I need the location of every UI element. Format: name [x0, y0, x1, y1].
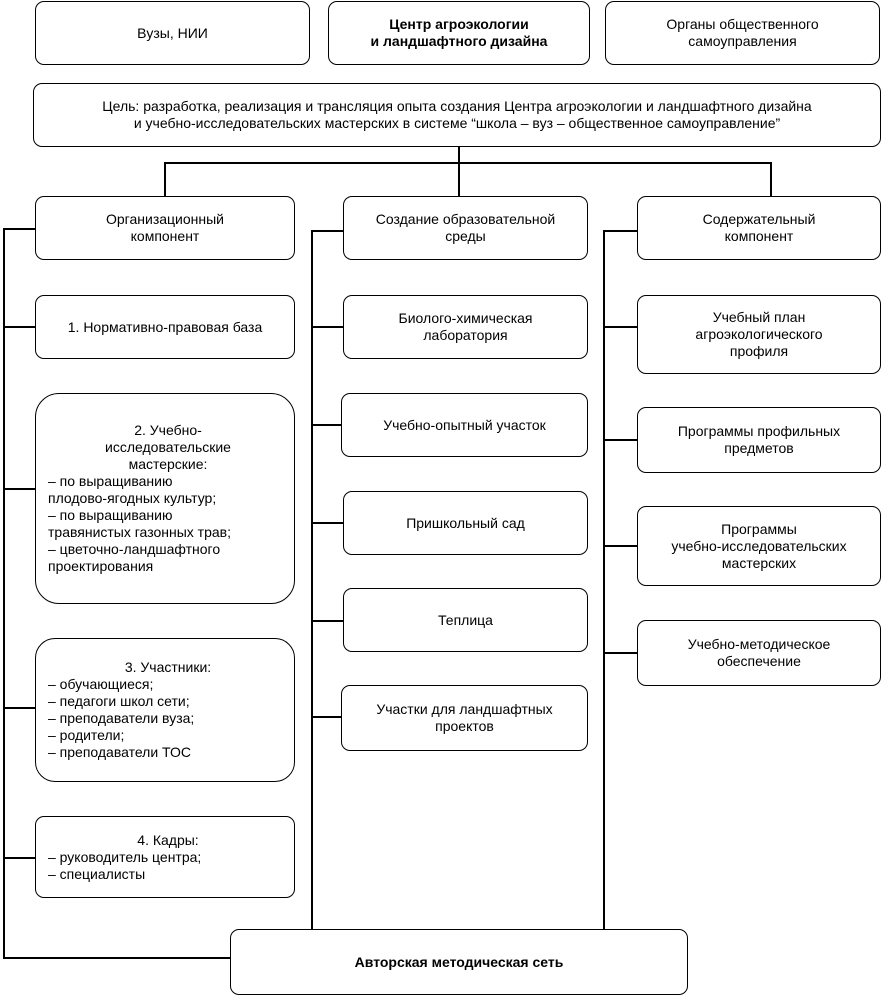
org-item1-line-1: 1. Нормативно-правовая база: [67, 318, 263, 335]
env-item1-line-2: лаборатория: [423, 327, 508, 343]
org-item3-line-6: – преподаватели ТОС: [48, 744, 191, 760]
org-item2-connector: [3, 488, 35, 490]
env-item5-connector: [311, 716, 343, 718]
org-header-line-1: Организационный: [106, 211, 224, 227]
org-item2-line-5: плодово-ягодных культур;: [48, 490, 217, 506]
org-item-legal-base: 1. Нормативно-правовая база: [35, 295, 295, 359]
center-title-line-2: и ландшафтного дизайна: [370, 33, 548, 49]
org-component-header: Организационный компонент: [35, 196, 295, 260]
org-item2-line-6: – по выращиванию: [48, 507, 173, 523]
universities-box: Вузы, НИИ: [35, 1, 310, 65]
env-item-school-garden: Пришкольный сад: [343, 491, 588, 555]
content-item-methodical-support: Учебно-методическое обеспечение: [637, 620, 881, 686]
org-item3-line-1: 3. Участники:: [124, 659, 212, 675]
content-header-line-1: Содержательный: [702, 211, 816, 227]
goal-box: Цель: разработка, реализация и трансляци…: [33, 83, 881, 147]
content-item1-connector: [603, 326, 637, 328]
content-header-line-2: компонент: [724, 228, 794, 244]
content-header-connector: [603, 230, 637, 232]
org-item3-line-5: – родители;: [48, 727, 125, 743]
org-item2-line-3: мастерские:: [128, 456, 208, 472]
content-item1-line-2: агроэкологического: [695, 326, 823, 342]
org-header-connector: [3, 228, 35, 230]
goal-stem-line: [458, 147, 460, 163]
env-creation-header: Создание образовательной среды: [343, 196, 588, 260]
content-item3-connector: [603, 545, 637, 547]
branch-to-env-line: [458, 162, 460, 196]
org-item2-line-1: 2. Учебно-: [134, 422, 202, 438]
env-header-line-1: Создание образовательной: [375, 211, 556, 227]
branch-to-org-line: [164, 162, 166, 196]
env-item-greenhouse: Теплица: [343, 588, 588, 652]
env-item-landscape-plots: Участки для ландшафтных проектов: [341, 685, 588, 751]
org-item2-line-2: исследовательские: [105, 439, 231, 455]
env-item5-line-1: Участки для ландшафтных: [376, 701, 553, 717]
methodical-network-box: Авторская методическая сеть: [230, 929, 688, 995]
org-item-participants: 3. Участники: – обучающиеся; – педагоги …: [35, 638, 295, 782]
content-item3-line-3: мастерских: [721, 554, 797, 571]
content-item3-line-1: Программы: [721, 520, 797, 537]
org-header-line-2: компонент: [130, 228, 200, 244]
org-item2-line-7: травянистых газонных трав;: [48, 524, 231, 540]
org-item4-line-3: – специалисты: [48, 865, 146, 882]
content-item4-line-2: обеспечение: [717, 653, 801, 669]
branch-to-content-line: [770, 162, 772, 196]
env-item1-line-1: Биолого-химическая: [398, 310, 533, 326]
content-spine-line: [603, 230, 605, 930]
org-item3-line-4: – преподаватели вуза;: [48, 710, 195, 726]
env-item3-line-1: Пришкольный сад: [406, 514, 525, 531]
env-item-laboratory: Биолого-химическая лаборатория: [343, 295, 588, 359]
org-item2-line-9: проектирования: [48, 558, 154, 574]
org-bottom-connector: [3, 957, 231, 959]
org-item4-line-2: – руководитель центра;: [48, 848, 202, 865]
org-item3-line-2: – обучающиеся;: [48, 676, 154, 692]
org-item4-connector: [3, 857, 35, 859]
org-spine-line: [3, 228, 5, 958]
content-item2-line-1: Программы профильных: [677, 423, 841, 439]
content-item2-line-2: предметов: [724, 440, 794, 456]
self-government-box: Органы общественного самоуправления: [605, 1, 880, 65]
org-item2-line-8: – цветочно-ландшафтного: [48, 541, 221, 557]
env-item5-line-2: проектов: [435, 718, 494, 734]
org-item4-line-1: 4. Кадры:: [137, 831, 199, 848]
env-item-experimental-plot: Учебно-опытный участок: [341, 393, 588, 457]
env-item1-connector: [311, 326, 343, 328]
env-header-connector: [311, 230, 343, 232]
env-item3-connector: [311, 522, 343, 524]
env-item2-line-1: Учебно-опытный участок: [383, 416, 546, 433]
content-item4-line-1: Учебно-методическое: [687, 636, 831, 652]
universities-label: Вузы, НИИ: [137, 24, 208, 41]
org-item2-line-4: – по выращиванию: [48, 473, 173, 489]
content-item-curriculum: Учебный план агроэкологического профиля: [637, 295, 881, 374]
env-header-line-2: среды: [445, 228, 486, 244]
goal-line-1: Цель: разработка, реализация и трансляци…: [102, 98, 812, 114]
self-government-line-2: самоуправления: [688, 33, 797, 49]
org-item-staff: 4. Кадры: – руководитель центра; – специ…: [35, 816, 295, 898]
content-item1-line-1: Учебный план: [712, 309, 806, 325]
content-item2-connector: [603, 439, 637, 441]
content-item-subject-programs: Программы профильных предметов: [637, 407, 881, 473]
center-box: Центр агроэкологии и ландшафтного дизайн…: [328, 1, 590, 65]
env-item2-connector: [311, 424, 343, 426]
content-item3-line-2: учебно-исследовательских: [671, 537, 847, 554]
org-item3-connector: [3, 707, 35, 709]
center-title-line-1: Центр агроэкологии: [389, 16, 529, 32]
org-item-workshops: 2. Учебно- исследовательские мастерские:…: [35, 393, 295, 604]
content-component-header: Содержательный компонент: [637, 196, 881, 260]
methodical-network-label: Авторская методическая сеть: [354, 953, 564, 970]
self-government-line-1: Органы общественного: [666, 16, 819, 32]
env-item4-connector: [311, 620, 343, 622]
content-item-workshop-programs: Программы учебно-исследовательских масте…: [637, 506, 881, 586]
content-item4-connector: [603, 652, 637, 654]
content-item1-line-3: профиля: [729, 343, 789, 359]
org-item3-line-3: – педагоги школ сети;: [48, 693, 190, 709]
env-item4-line-1: Теплица: [438, 611, 493, 628]
org-item1-connector: [3, 326, 35, 328]
env-spine-line: [311, 230, 313, 930]
goal-branch-line: [164, 162, 772, 164]
goal-line-2: и учебно-исследовательских мастерских в …: [133, 115, 781, 131]
